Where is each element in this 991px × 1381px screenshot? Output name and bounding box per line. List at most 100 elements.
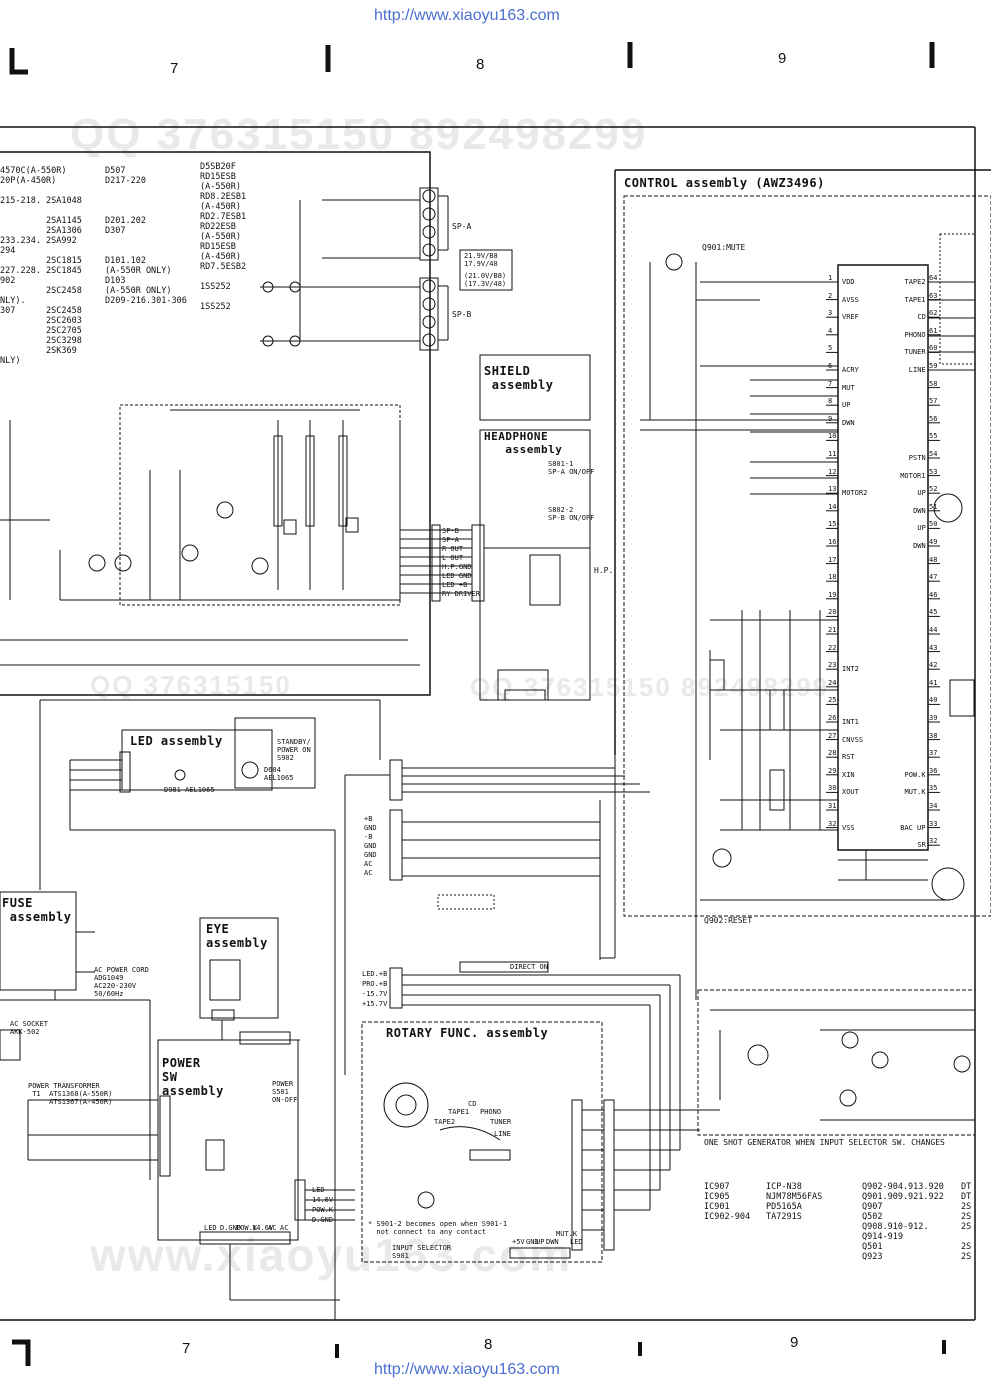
ic901-pin-number: 25 [828,696,837,705]
ic901-pin-label: TAPE2 [904,278,926,286]
ic901-pin-number: 58 [929,379,938,388]
ic901-pin-number: 33 [929,819,938,828]
ic901-pin-number: 13 [828,485,837,494]
top-url[interactable]: http://www.xiaoyu163.com [374,7,560,24]
cn16-pin: AC [280,1224,289,1232]
hp-label: H.P. [594,566,614,575]
ac-cord-label: AC POWER CORD ADG1049 AC220-230V 50/60Hz [94,966,149,998]
s801-label: S801-1 SP-A ON/OFF [548,460,595,476]
j19-pin: LED [570,1238,583,1246]
cn17-pin: LED [312,1186,325,1194]
j19-pin: DWN [546,1238,559,1246]
cn16-pin: POW.K [236,1224,258,1232]
ic901-pin-number: 4 [828,326,833,335]
ic901-pin-number: 43 [929,643,938,652]
ic901-pin-number: 48 [929,555,938,564]
j19-pin: UP [536,1238,545,1246]
headphone-assembly-title: HEADPHONE assembly [484,430,563,456]
rotary-pos: TUNER [490,1118,512,1126]
watermark-qq-top: QQ 376315150 892498299 [70,110,648,159]
shield-rail-label-2: (21.0V/B8) (17.3V/48) [464,272,507,288]
parts-list-right-col3: Q902-904.913.920 Q901.909.921.922 Q907 Q… [862,1182,944,1262]
ic901-pin-label: CNVSS [842,735,864,744]
ic901-pin-number: 50 [929,520,938,529]
ic901-pin-number: 40 [929,696,938,705]
ic901-pin-label: PHONO [904,330,926,339]
ic901-pin-label: MUT.K [904,788,926,797]
ic901-pin-number: 39 [929,714,938,722]
ic901-pin-number: 47 [929,573,938,582]
ic901-pin-number: 64 [929,274,938,282]
ic901-pin-label: MUT [842,383,855,392]
ac-socket-label: AC SOCKET AKK-502 [10,1020,48,1036]
rotary-pos: PHONO [480,1108,502,1116]
ic901-pin-number: 42 [929,661,938,670]
ic901-pin-number: 62 [929,309,938,318]
ic901-pin-number: 26 [828,714,837,722]
ic901-pin-number: 1 [828,274,833,282]
cn17-pin: 14.6V [312,1196,334,1204]
cn17-pin: POW.K [312,1206,334,1214]
ic901-pin-number: 31 [828,802,837,810]
ic901-pin-number: 27 [828,731,837,740]
ic901-pin-number: 19 [828,590,837,599]
ic901-pin-label: DWN [913,506,926,515]
j19-pin: MUT.K [556,1230,578,1238]
j19-pin: +5V [512,1238,525,1246]
ic901-pin-number: 60 [929,344,938,353]
ic901-pin-number: 35 [929,784,938,793]
power-sw-assembly-title: POWER SW assembly [162,1056,224,1098]
ic901-pin-number: 28 [828,749,837,758]
power-transformer-label: POWER TRANSFORMER T1 ATS1368(A-550R) ATS… [28,1082,113,1106]
parts-list-right-col2: ICP-N38 NJM78M56FAS PD5165A TA7291S [766,1182,823,1222]
grid-col-8-bottom: 8 [484,1336,493,1353]
ic901-pin-label: XOUT [842,788,859,797]
rotary-pos: CD [468,1100,477,1108]
cn9-pin: LED +B [442,581,468,589]
ic901-pin-label: VSS [842,823,855,832]
ic901-pin-number: 37 [929,749,938,758]
ic901-pin-number: 16 [828,538,837,546]
ic901-pin-number: 38 [929,731,938,740]
ic901-pin-number: 2 [828,291,833,300]
bottom-url[interactable]: http://www.xiaoyu163.com [374,1361,560,1378]
sp-b-label: SP-B [452,310,472,319]
cn9-pin: SP-B [442,527,459,535]
j10-pin: LED.+B [362,970,388,978]
ic901-pin-label: AVSS [842,295,859,304]
ic901-pin-number: 15 [828,520,837,529]
watermark-url-bottom: www.xiaoyu163.com [90,1229,573,1281]
cn16-pin: 14.6V [252,1224,274,1232]
ic901-pin-label: MOTOR1 [900,471,926,480]
ic901-pin-label: UP [917,524,926,533]
grid-col-9-bottom: 9 [790,1334,799,1351]
ic901-pin-number: 45 [929,608,938,617]
ic901-pin-label: MOTOR2 [842,489,868,498]
j10-pin: PRO.+B [362,980,388,988]
cn16-pin: D.GND [220,1224,242,1232]
ic901-pin-number: 53 [929,467,938,476]
ic901-pin-number: 32 [929,837,938,846]
parts-list-right-col1: IC907 IC905 IC901 IC902-904 [704,1182,751,1222]
standby-label: STANDBY/ POWER ON S902 [277,738,311,762]
ic901-pin-number: 5 [828,344,833,353]
ic901-pin-number: 59 [929,362,938,370]
ic901-pin-label: INT2 [842,665,859,674]
parts-list-left-col2: D507 D217-220 D201.202 D307 D101.102 (A-… [105,166,187,306]
rotary-pos: LINE [494,1130,511,1138]
ic901-pin-number: 49 [929,538,938,546]
ic901-pin-label: DWN [913,542,926,550]
j8-pin: -B [364,833,373,841]
q901-mute-label: Q901:MUTE [702,243,746,252]
ic901-pin-label: TAPE1 [904,295,926,304]
j8-pin: GND [364,851,377,859]
ic901-pin-number: 9 [828,414,833,423]
shield-assembly-title: SHIELD assembly [484,364,554,392]
ic901-pin-number: 3 [828,309,833,318]
j19-pin: GND [526,1238,539,1246]
cn9-pin: H.P.GND [442,563,472,571]
cn9-pin: L OUT [442,554,464,562]
ic901-pin-label: ACRY [842,366,859,374]
ic901-pin-number: 11 [828,450,837,458]
grid-col-7-top: 7 [170,60,179,77]
